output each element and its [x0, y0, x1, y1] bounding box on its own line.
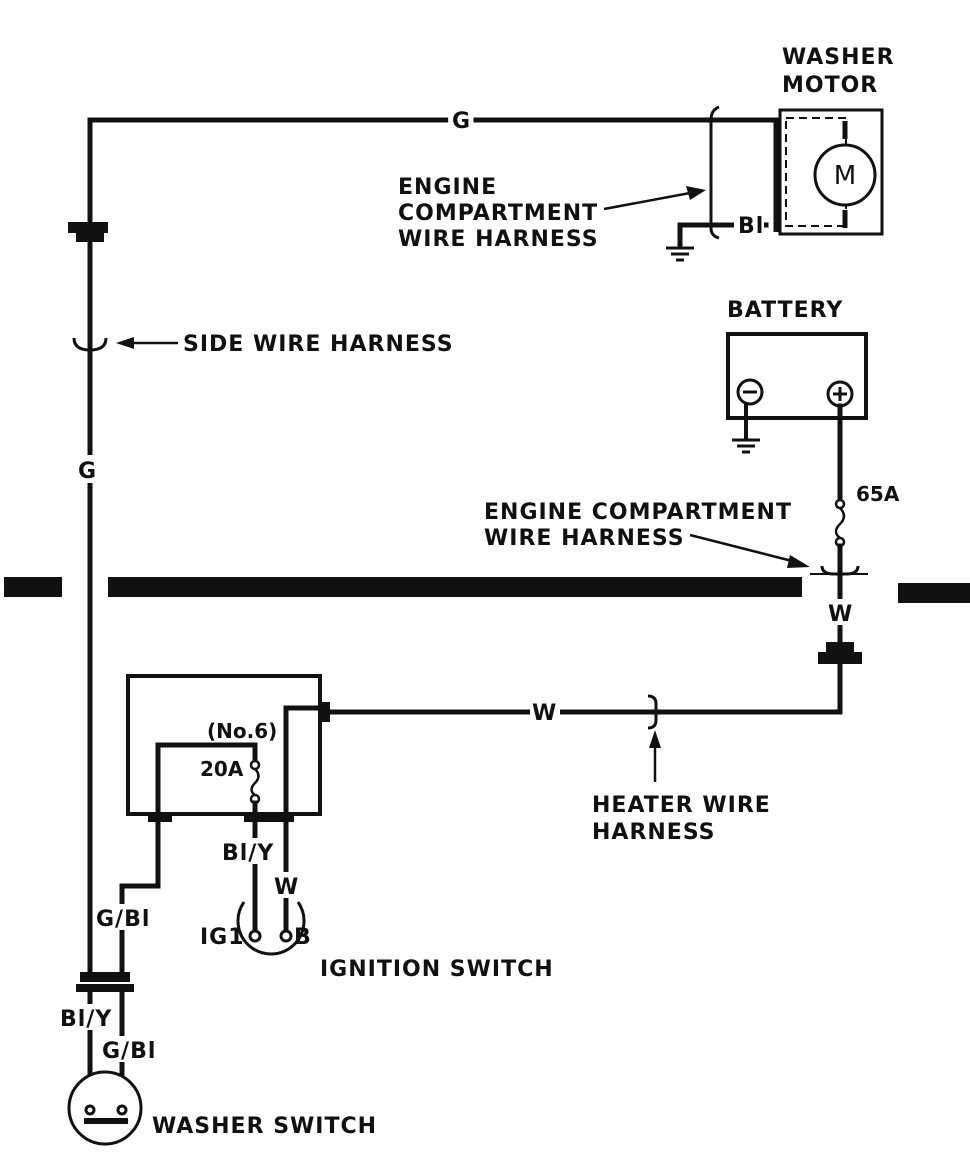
- connector-left-top: [68, 222, 108, 242]
- wire-label-washer-left: Bl/Y: [60, 1007, 112, 1032]
- washer-motor-label-2: MOTOR: [782, 73, 878, 98]
- engine-harness-mid-label-1: ENGINE COMPARTMENT: [484, 500, 792, 525]
- side-harness-bracket: [72, 337, 108, 352]
- b-terminal-label: B: [294, 925, 312, 950]
- heater-harness-bracket: [647, 694, 658, 730]
- wire-label-battery-lead: W: [828, 602, 853, 627]
- wire-label-motor-ground: Bl: [738, 214, 764, 239]
- wire-label-fuse-out: G/Bl: [96, 907, 150, 932]
- washer-motor: M: [773, 108, 884, 236]
- wire-label-washer-right: G/Bl: [102, 1039, 156, 1064]
- wire-fuse-out: [119, 819, 161, 973]
- engine-harness-top-label-3: WIRE HARNESS: [398, 227, 599, 252]
- connector-washer-switch: [76, 972, 134, 992]
- washer-switch-label: WASHER SWITCH: [152, 1114, 377, 1139]
- battery-positive-lead: [834, 403, 846, 651]
- fuse-20a-label: 20A: [200, 757, 244, 781]
- wire-label-left: G: [78, 459, 97, 484]
- engine-harness-mid-label-2: WIRE HARNESS: [484, 526, 685, 551]
- battery: [726, 332, 868, 420]
- ig1-terminal-label: IG1: [200, 925, 245, 950]
- wire-heater-white: [325, 661, 843, 715]
- ignition-switch-label: IGNITION SWITCH: [320, 957, 554, 982]
- washer-switch: [67, 1070, 143, 1146]
- side-wire-harness-label: SIDE WIRE HARNESS: [183, 332, 454, 357]
- connector-right: [818, 642, 862, 664]
- washer-motor-label-1: WASHER: [782, 45, 895, 70]
- engine-harness-top-label-2: COMPARTMENT: [398, 201, 598, 226]
- fuse-box: [126, 674, 330, 822]
- heater-harness-arrow: [649, 730, 661, 782]
- heater-harness-label-1: HEATER WIRE: [592, 793, 771, 818]
- wire-top-green: [87, 117, 783, 227]
- engine-harness-mid-arrow: [689, 533, 810, 568]
- ignition-switch: [236, 901, 306, 956]
- fuse-main-label: 65A: [856, 482, 900, 506]
- fuse-number-label: (No.6): [207, 719, 277, 743]
- wire-label-top: G: [452, 109, 471, 134]
- side-harness-arrow: [116, 337, 178, 349]
- heater-harness-label-2: HARNESS: [592, 820, 716, 845]
- wire-label-heater: W: [532, 701, 557, 726]
- wire-label-b: W: [274, 875, 299, 900]
- engine-harness-bracket-top: [709, 105, 720, 240]
- battery-label: BATTERY: [727, 298, 843, 323]
- engine-harness-top-arrow: [603, 186, 706, 211]
- firewall-divider: [4, 577, 970, 603]
- battery-ground: [732, 404, 760, 454]
- wire-label-ig1: Bl/Y: [222, 841, 274, 866]
- engine-harness-top-label-1: ENGINE: [398, 175, 497, 200]
- motor-symbol: M: [834, 161, 856, 191]
